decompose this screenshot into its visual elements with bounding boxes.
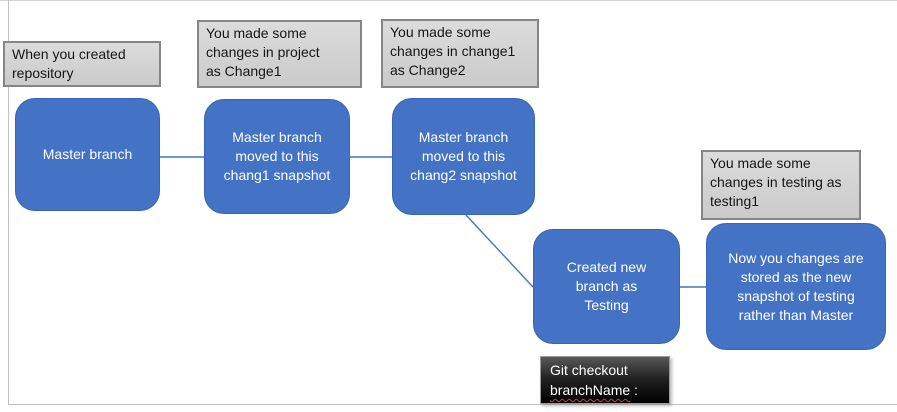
slide-border-top xyxy=(0,0,897,1)
git-command-colon: : xyxy=(630,382,638,398)
node-text-line: Testing xyxy=(584,297,629,313)
node-text-line: Master branch xyxy=(42,146,133,162)
callout-text-line: testing1 xyxy=(710,193,760,209)
node-text-line: chang1 snapshot xyxy=(223,167,331,183)
slide-border-bottom xyxy=(8,404,897,405)
node-testing-snapshot[interactable]: Now you changes are stored as the new sn… xyxy=(706,223,886,350)
connector-chang2-to-testing xyxy=(465,214,534,288)
callout-when-created-repository[interactable]: When you created repository xyxy=(3,41,161,87)
node-text-line: moved to this xyxy=(421,148,506,164)
node-text-line: Master branch xyxy=(418,129,509,145)
callout-text-line: as Change2 xyxy=(390,62,466,78)
callout-text-line: You made some xyxy=(206,25,307,41)
node-text-line: stored as the new xyxy=(740,268,852,285)
callout-text-line: You made some xyxy=(710,155,811,171)
node-master-moved-chang2[interactable]: Master branch moved to this chang2 snaps… xyxy=(392,98,535,215)
git-command-box[interactable]: Git checkout branchName : xyxy=(540,356,670,404)
node-text-line: moved to this xyxy=(235,148,319,164)
node-text-line: snapshot of testing xyxy=(737,287,855,304)
callout-changes-as-change1[interactable]: You made some changes in project as Chan… xyxy=(197,20,362,88)
callout-text-line: changes in testing as xyxy=(710,174,842,190)
node-text-line: branch as xyxy=(575,278,638,294)
callout-text-line: You made some xyxy=(390,24,491,40)
callout-text-line: repository xyxy=(12,65,74,81)
git-command-line2: branchName : xyxy=(550,380,660,400)
node-text-line: Created new xyxy=(566,259,647,275)
node-master-moved-chang1[interactable]: Master branch moved to this chang1 snaps… xyxy=(204,99,350,214)
git-command-branchname: branchName xyxy=(550,382,631,398)
node-created-testing-branch[interactable]: Created new branch as Testing xyxy=(533,229,680,344)
node-text-line: Master branch xyxy=(232,129,322,145)
callout-text-line: When you created xyxy=(12,46,126,62)
callout-text-line: changes in change1 xyxy=(390,43,516,59)
callout-changes-as-change2[interactable]: You made some changes in change1 as Chan… xyxy=(381,19,539,88)
callout-changes-as-testing1[interactable]: You made some changes in testing as test… xyxy=(701,150,861,220)
slide-border-left xyxy=(8,0,9,405)
node-text-line: Now you changes are xyxy=(728,249,864,266)
callout-text-line: changes in project xyxy=(206,44,320,60)
node-master-branch[interactable]: Master branch xyxy=(15,98,160,211)
node-text-line: chang2 snapshot xyxy=(410,167,517,183)
git-command-line1: Git checkout xyxy=(550,362,628,378)
callout-text-line: as Change1 xyxy=(206,63,282,79)
node-text-line: rather than Master xyxy=(738,306,854,323)
